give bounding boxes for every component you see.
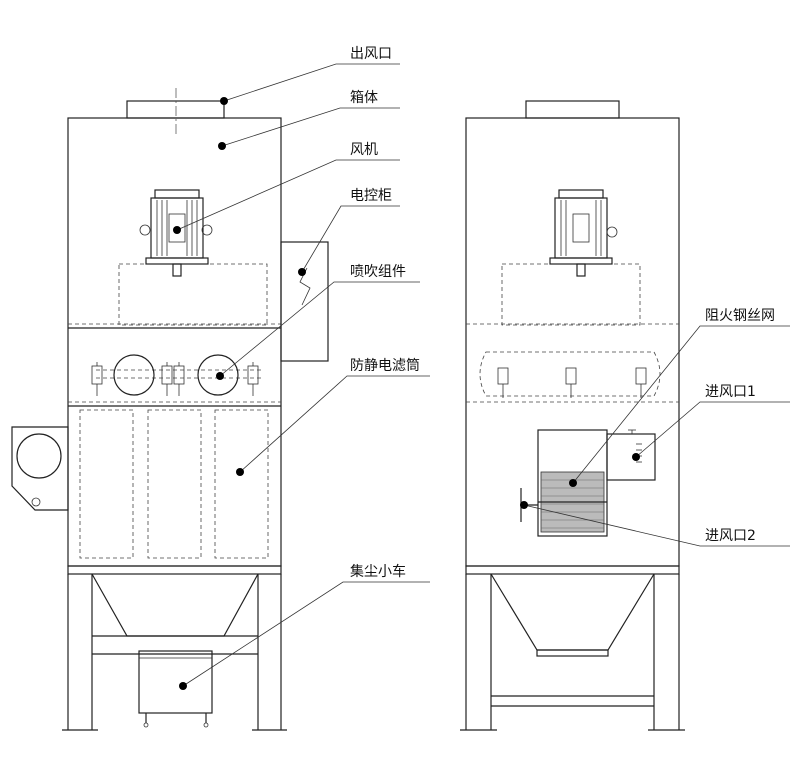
front-view bbox=[11, 88, 329, 731]
label-inlet-1: 进风口1 bbox=[705, 384, 756, 400]
label-control-box: 电控柜 bbox=[350, 188, 392, 204]
callouts-right bbox=[520, 325, 790, 547]
fan-motor bbox=[139, 189, 213, 277]
fan-motor-side bbox=[549, 189, 618, 277]
cabinet-body bbox=[67, 117, 282, 567]
callouts-left bbox=[173, 63, 430, 690]
label-fan: 风机 bbox=[350, 142, 378, 158]
label-flame-mesh: 阻火钢丝网 bbox=[705, 308, 775, 324]
dust-cart bbox=[138, 650, 213, 728]
control-cabinet bbox=[280, 241, 329, 362]
label-outlet: 出风口 bbox=[350, 46, 392, 62]
label-filter: 防静电滤筒 bbox=[350, 357, 420, 374]
label-cabinet: 箱体 bbox=[350, 90, 378, 106]
filter-cartridges bbox=[79, 409, 269, 559]
blowing-assembly bbox=[91, 354, 262, 396]
label-dust-cart: 集尘小车 bbox=[350, 563, 406, 580]
side-inlet bbox=[11, 426, 69, 511]
label-inlet-2: 进风口2 bbox=[705, 528, 756, 544]
air-tank bbox=[479, 351, 661, 398]
outlet-flange bbox=[126, 100, 225, 119]
side-view bbox=[460, 100, 685, 731]
label-blowing: 喷吹组件 bbox=[350, 264, 406, 280]
